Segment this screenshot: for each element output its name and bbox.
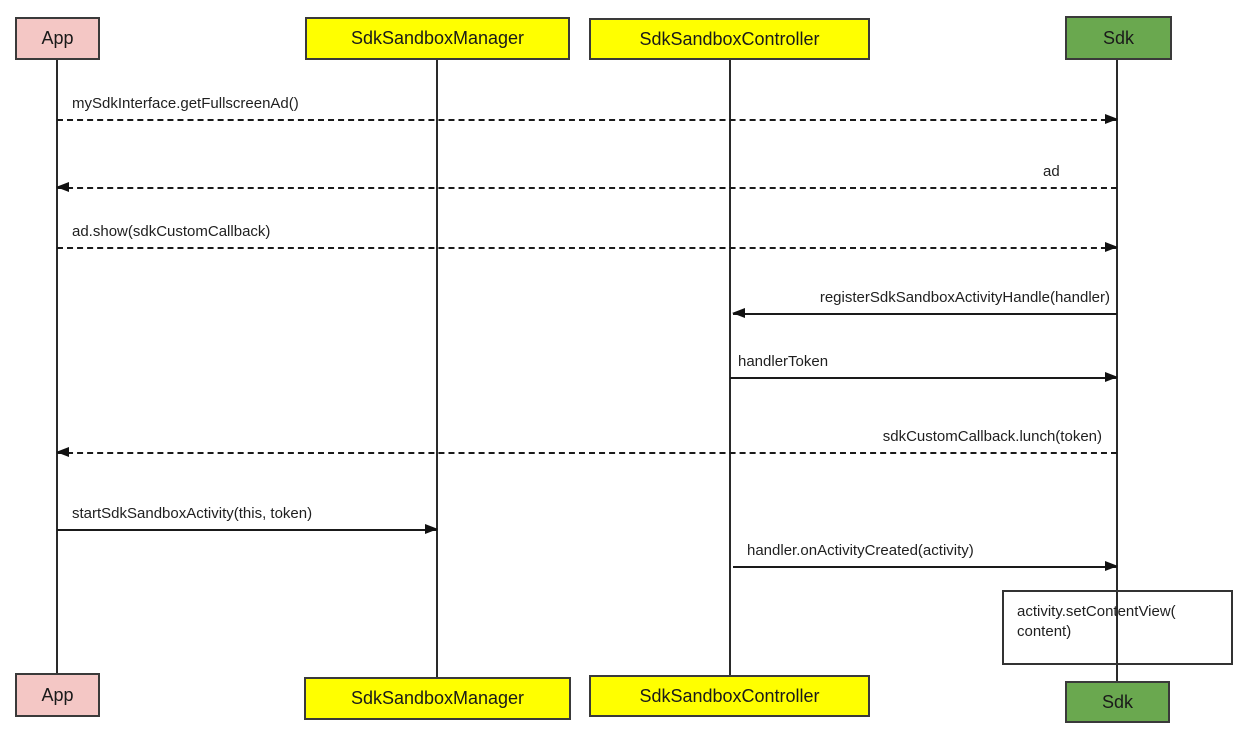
message-line bbox=[57, 114, 1118, 124]
lifeline-manager bbox=[436, 60, 438, 677]
message-line bbox=[733, 561, 1118, 571]
participant-label: App bbox=[41, 684, 74, 705]
participant-label: SdkSandboxManager bbox=[350, 688, 525, 708]
message-line bbox=[730, 372, 1118, 382]
participant-manager-bottom: SdkSandboxManager bbox=[304, 677, 571, 720]
participant-label: App bbox=[41, 28, 74, 48]
participant-app-bottom: App bbox=[15, 673, 100, 717]
arrowhead-right-icon bbox=[1105, 114, 1118, 124]
message-line bbox=[57, 242, 1118, 252]
message-label: registerSdkSandboxActivityHandle(handler… bbox=[819, 289, 1110, 306]
arrowhead-right-icon bbox=[1105, 561, 1118, 571]
lifeline-app bbox=[56, 60, 58, 675]
participant-label: SdkSandboxController bbox=[639, 28, 820, 49]
participant-controller-top: SdkSandboxController bbox=[589, 18, 870, 60]
lifeline-sdk bbox=[1116, 60, 1118, 681]
note-activity-setcontentview: activity.setContentView( content) bbox=[1002, 590, 1233, 665]
message-label: sdkCustomCallback.lunch(token) bbox=[882, 428, 1102, 445]
participant-sdk-bottom: Sdk bbox=[1065, 681, 1170, 723]
participant-label: Sdk bbox=[1102, 27, 1135, 48]
message-label: ad.show(sdkCustomCallback) bbox=[72, 223, 271, 240]
participant-manager-top: SdkSandboxManager bbox=[305, 17, 570, 60]
participant-label: SdkSandboxController bbox=[639, 685, 820, 706]
message-line bbox=[56, 447, 1117, 457]
message-label: mySdkInterface.getFullscreenAd() bbox=[72, 95, 299, 112]
arrowhead-right-icon bbox=[425, 524, 438, 534]
arrowhead-right-icon bbox=[1105, 372, 1118, 382]
participant-sdk-top: Sdk bbox=[1065, 16, 1172, 60]
lifeline-controller bbox=[729, 60, 731, 675]
message-label: handlerToken bbox=[738, 353, 829, 370]
message-label: handler.onActivityCreated(activity) bbox=[747, 542, 974, 559]
participant-app-top: App bbox=[15, 17, 100, 60]
message-label: ad bbox=[1043, 163, 1060, 180]
participant-label: Sdk bbox=[1101, 691, 1134, 712]
message-label: startSdkSandboxActivity(this, token) bbox=[72, 505, 313, 522]
note-line: activity.setContentView( bbox=[1017, 603, 1176, 620]
message-line bbox=[732, 308, 1117, 318]
participant-label: SdkSandboxManager bbox=[350, 28, 525, 48]
message-line bbox=[56, 182, 1117, 192]
note-line: content) bbox=[1017, 623, 1072, 640]
arrowhead-left-icon bbox=[56, 182, 69, 192]
arrowhead-left-icon bbox=[56, 447, 69, 457]
arrowhead-right-icon bbox=[1105, 242, 1118, 252]
arrowhead-left-icon bbox=[732, 308, 745, 318]
message-line bbox=[57, 524, 438, 534]
participant-controller-bottom: SdkSandboxController bbox=[589, 675, 870, 717]
